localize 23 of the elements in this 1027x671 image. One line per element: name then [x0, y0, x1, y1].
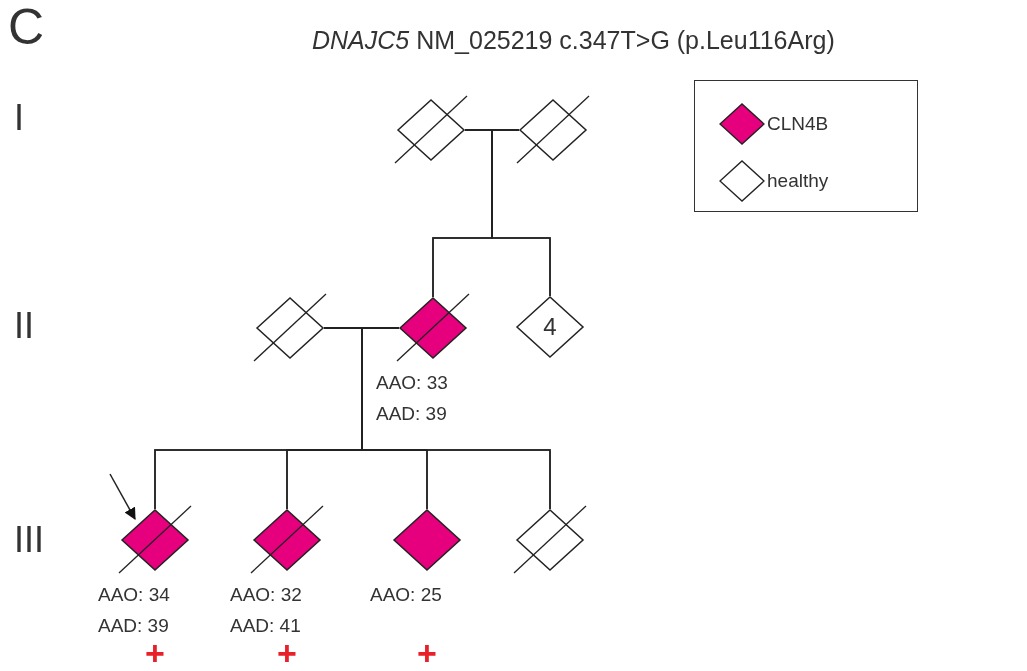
age-annotation: AAD: 39	[376, 404, 447, 423]
panel-letter: C	[8, 2, 45, 52]
generation-label: III	[14, 522, 44, 558]
legend-text: healthy	[767, 168, 829, 193]
age-annotation: AAO: 34	[98, 585, 170, 604]
pedigree-line	[491, 129, 551, 297]
affected-individual-diamond	[393, 509, 461, 571]
legend-text: CLN4B	[767, 111, 829, 136]
deceased-mark: +	[277, 636, 297, 670]
generation-label: II	[14, 308, 34, 344]
title: DNAJC5 NM_025219 c.347T>G (p.Leu116Arg)	[312, 25, 835, 56]
individual-diamond	[516, 296, 584, 358]
sibling-count: 4	[543, 312, 557, 342]
deceased-mark: +	[145, 636, 165, 670]
age-annotation: AAD: 41	[230, 616, 301, 635]
proband-arrow	[109, 473, 136, 521]
generation-label: I	[14, 100, 24, 136]
age-annotation: AAO: 32	[230, 585, 302, 604]
age-annotation: AAO: 33	[376, 373, 448, 392]
pedigree-line	[361, 327, 551, 510]
deceased-mark: +	[417, 636, 437, 670]
age-annotation: AAO: 25	[370, 585, 442, 604]
age-annotation: AAD: 39	[98, 616, 169, 635]
